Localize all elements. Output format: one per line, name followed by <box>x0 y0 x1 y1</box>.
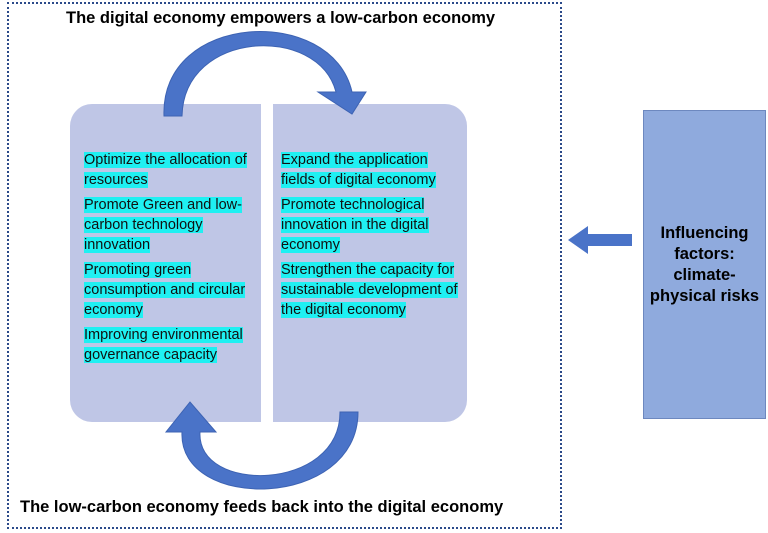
bottom-title: The low-carbon economy feeds back into t… <box>20 498 504 516</box>
top-title: The digital economy empowers a low-carbo… <box>66 9 496 27</box>
influencing-factors-text: Influencing factors: climate-physical ri… <box>649 223 760 305</box>
right-item: Promote technological innovation in the … <box>281 197 429 253</box>
influencing-factors-box: Influencing factors: climate-physical ri… <box>643 110 766 419</box>
bottom-curved-arrow-icon <box>164 401 359 490</box>
left-arrow-icon <box>568 226 632 254</box>
left-item-list: Optimize the allocation of resources Pro… <box>84 150 260 370</box>
left-item: Optimize the allocation of resources <box>84 152 247 188</box>
left-item: Improving environmental governance capac… <box>84 327 243 363</box>
right-item: Strengthen the capacity for sustainable … <box>281 262 458 318</box>
left-item: Promote Green and low-carbon technology … <box>84 197 242 253</box>
left-item: Promoting green consumption and circular… <box>84 262 246 318</box>
outer-frame <box>7 2 562 529</box>
right-item-list: Expand the application fields of digital… <box>281 150 461 325</box>
top-curved-arrow-icon <box>163 31 367 117</box>
right-item: Expand the application fields of digital… <box>281 152 436 188</box>
